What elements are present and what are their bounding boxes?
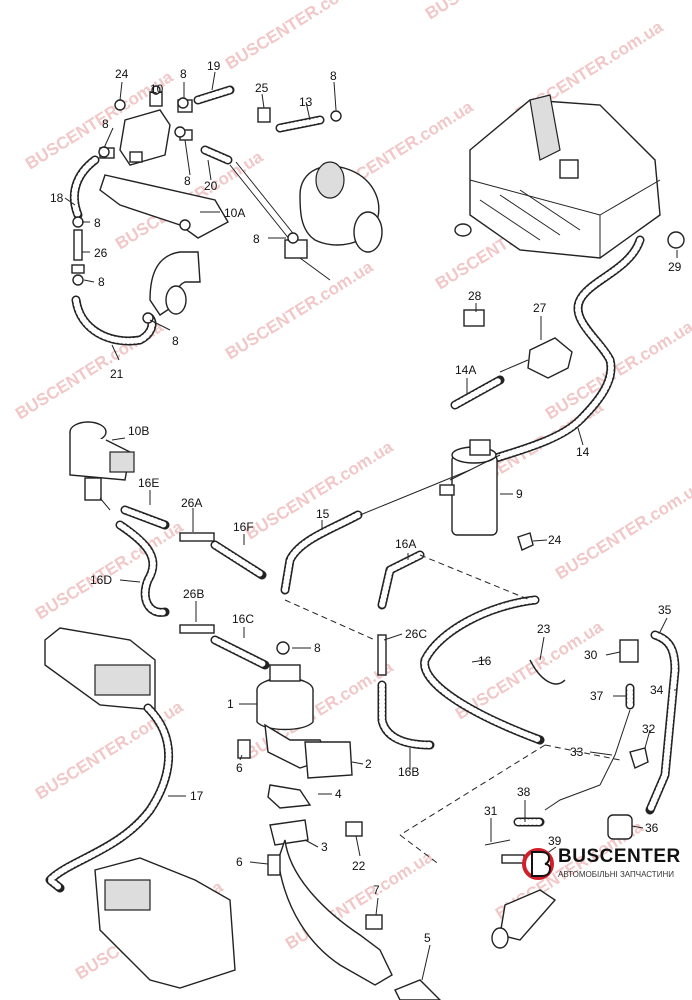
callout-7: 7: [373, 883, 380, 897]
callout-28: 28: [468, 289, 482, 303]
watermark: BUSCENTER.com.ua: [242, 437, 397, 544]
callout-16C: 16C: [232, 612, 254, 626]
watermark: BUSCENTER.com.ua: [422, 0, 577, 23]
callout-19: 19: [207, 59, 221, 73]
callout-22: 22: [352, 859, 366, 873]
callout-4: 4: [335, 787, 342, 801]
turbocharger: [284, 161, 383, 281]
callout-8: 8: [330, 69, 337, 83]
brand-subtitle: АВТОМОБІЛЬНІ ЗАПЧАСТИНИ: [558, 870, 674, 879]
callout-25: 25: [255, 81, 269, 95]
intercooler-and-muffler: [44, 627, 236, 989]
callout-10A: 10A: [224, 206, 245, 220]
callout-26B: 26B: [183, 587, 204, 601]
callout-32: 32: [642, 722, 656, 736]
callout-5: 5: [424, 931, 431, 945]
callout-9: 9: [516, 487, 523, 501]
callout-2: 2: [365, 757, 372, 771]
clamps: [72, 97, 342, 655]
callout-36: 36: [645, 821, 659, 835]
callout-27: 27: [533, 301, 547, 315]
callout-8: 8: [98, 275, 105, 289]
callout-16A: 16A: [395, 537, 416, 551]
callout-10: 10: [150, 82, 164, 96]
callout-26C: 26C: [405, 627, 427, 641]
routing-lines: [99, 469, 621, 866]
callout-3: 3: [321, 840, 328, 854]
valve-10B: [69, 421, 135, 501]
callout-14A: 14A: [455, 363, 476, 377]
callout-16B: 16B: [398, 765, 419, 779]
hoses-middle: [115, 454, 545, 750]
callout-35: 35: [658, 603, 672, 617]
callout-24: 24: [548, 533, 562, 547]
callout-8: 8: [172, 334, 179, 348]
callout-6: 6: [236, 855, 243, 869]
callout-29: 29: [668, 260, 682, 274]
callout-8: 8: [102, 117, 109, 131]
callout-34: 34: [650, 683, 664, 697]
valve-9: [439, 439, 534, 551]
hoses-top-left: [69, 85, 325, 346]
callout-37: 37: [590, 689, 604, 703]
callout-14: 14: [576, 445, 590, 459]
callout-15: 15: [316, 507, 330, 521]
callout-8: 8: [184, 174, 191, 188]
callout-8: 8: [94, 216, 101, 230]
right-lower-parts: [484, 630, 680, 949]
callout-16F: 16F: [233, 520, 254, 534]
callout-16D: 16D: [90, 573, 112, 587]
egr-valve: [237, 664, 441, 1000]
air-filter-box: [454, 94, 685, 259]
filter-27: [450, 309, 573, 410]
callout-10B: 10B: [128, 424, 149, 438]
callout-16E: 16E: [138, 476, 159, 490]
callout-8: 8: [253, 232, 260, 246]
callout-13: 13: [299, 95, 313, 109]
callout-24: 24: [115, 67, 129, 81]
brand-name: BUSCENTER: [558, 846, 681, 867]
leader-lines: [64, 71, 678, 981]
buscenter-logo: BUSCENTER АВТОМОБІЛЬНІ ЗАПЧАСТИНИ: [518, 836, 681, 896]
callout-23: 23: [537, 622, 551, 636]
watermark: BUSCENTER.com.ua: [222, 0, 377, 73]
watermark: BUSCENTER.com.ua: [222, 257, 377, 364]
callout-16: 16: [478, 654, 492, 668]
callout-39: 39: [548, 834, 562, 848]
intake-pipe-bend: [149, 251, 201, 316]
callout-1: 1: [227, 697, 234, 711]
logo-mark-icon: [522, 848, 554, 880]
watermark: BUSCENTER.com.ua: [552, 477, 692, 584]
watermark: BUSCENTER.com.ua: [32, 517, 187, 624]
callout-31: 31: [484, 804, 498, 818]
callout-26: 26: [94, 246, 108, 260]
callout-8: 8: [314, 641, 321, 655]
callout-6: 6: [236, 761, 243, 775]
callout-30: 30: [584, 648, 598, 662]
callout-26A: 26A: [181, 496, 202, 510]
callout-17: 17: [190, 789, 204, 803]
callout-labels: 24 10 8 19 25 13 8 8 8 20 18 10A 8 8 26 …: [50, 59, 682, 945]
callout-33: 33: [570, 745, 584, 759]
callout-8: 8: [180, 67, 187, 81]
callout-18: 18: [50, 191, 64, 205]
callout-20: 20: [204, 179, 218, 193]
callout-21: 21: [110, 367, 124, 381]
callout-38: 38: [517, 785, 531, 799]
hose-14: [485, 235, 645, 465]
